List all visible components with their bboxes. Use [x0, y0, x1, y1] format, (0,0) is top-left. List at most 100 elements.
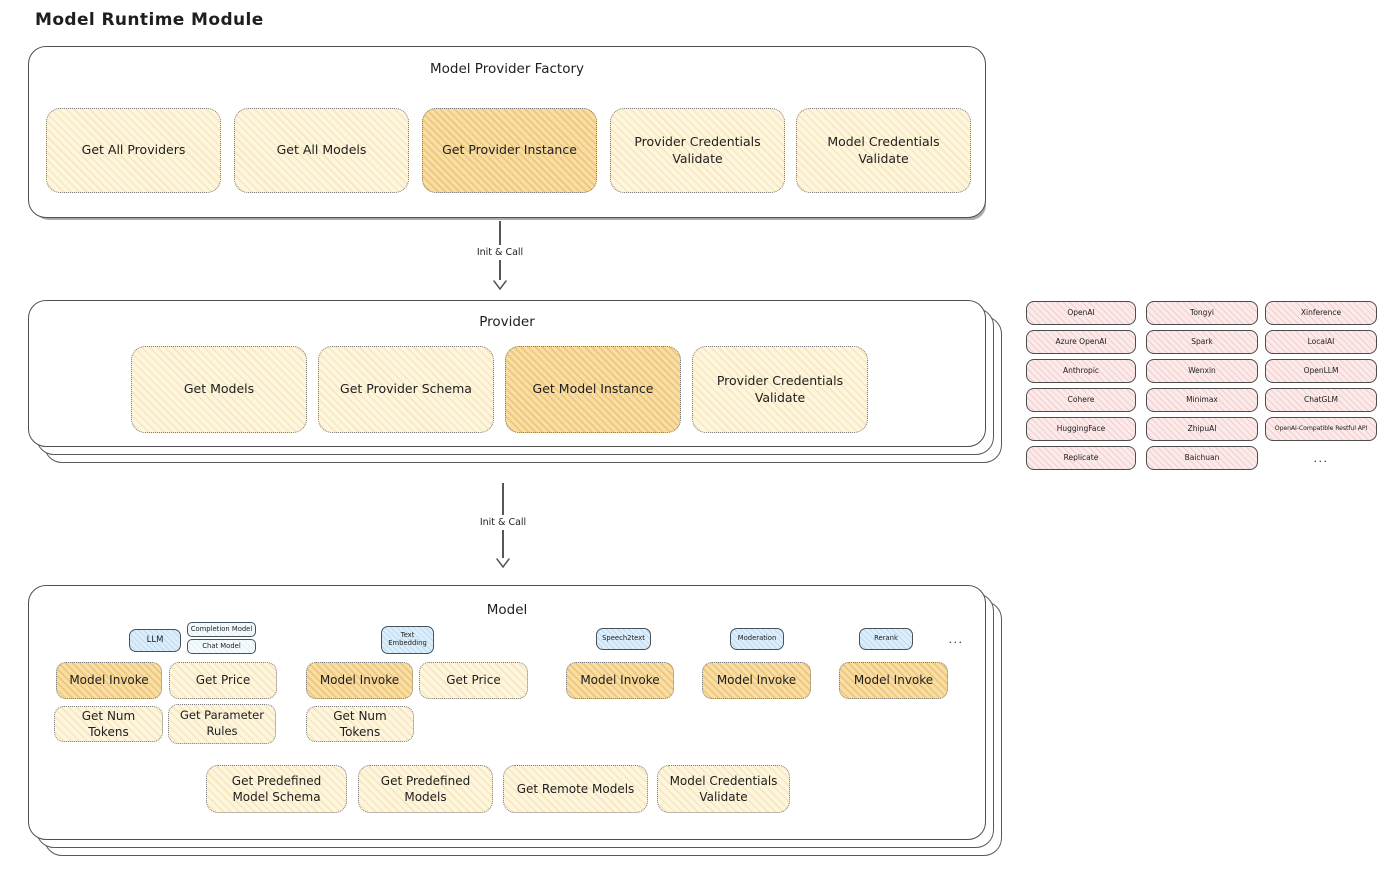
tag-label: Speech2text — [602, 634, 645, 643]
node-label: Get Predefined Model Schema — [231, 773, 322, 804]
page-title: Model Runtime Module — [35, 10, 264, 30]
node-label: Get All Providers — [81, 142, 186, 158]
arrow-line — [499, 260, 501, 280]
node-label: Model Invoke — [69, 673, 149, 688]
tags-more-ellipsis: ... — [948, 632, 964, 646]
arrow-line — [502, 530, 504, 558]
node-label: Get Models — [183, 381, 255, 397]
get-all-models-node: Get All Models — [234, 108, 409, 193]
tag-llm: LLM — [129, 629, 181, 652]
chip-label: Tongyi — [1190, 307, 1214, 317]
chip-label: LocalAI — [1307, 336, 1335, 346]
node-label: Get Parameter Rules — [180, 708, 264, 738]
provider-chip-openllm: OpenLLM — [1265, 359, 1377, 383]
llm-get-num-tokens-node: Get Num Tokens — [54, 706, 163, 742]
provider-chip-openai-compatible-restful-api: OpenAI-Compatible Restful API — [1265, 417, 1377, 441]
arrow-provider-to-model: Init & Call — [463, 483, 543, 568]
arrowhead-down-icon — [496, 558, 510, 568]
node-label: Get Model Instance — [532, 381, 654, 397]
node-label: Provider Credentials Validate — [716, 372, 844, 405]
tag-label: Rerank — [874, 634, 898, 643]
provider-chip-openai: OpenAI — [1026, 301, 1136, 325]
node-label: Get Provider Schema — [340, 381, 472, 397]
providers-more-ellipsis: ... — [1313, 451, 1329, 465]
embedding-model-invoke-node: Model Invoke — [306, 662, 413, 699]
node-label: Get Provider Instance — [442, 142, 577, 158]
node-label: Get Price — [195, 673, 251, 688]
get-provider-instance-node: Get Provider Instance — [422, 108, 597, 193]
chip-label: OpenAI-Compatible Restful API — [1274, 424, 1368, 432]
embedding-get-num-tokens-node: Get Num Tokens — [306, 706, 414, 742]
provider-title: Provider — [479, 314, 535, 330]
model-credentials-validate-factory-node: Model Credentials Validate — [796, 108, 971, 193]
chip-label: ZhipuAI — [1187, 423, 1217, 433]
provider-chip-wenxin: Wenxin — [1146, 359, 1258, 383]
get-all-providers-node: Get All Providers — [46, 108, 221, 193]
node-label: Model Credentials Validate — [669, 773, 778, 804]
rerank-model-invoke-node: Model Invoke — [839, 662, 948, 699]
factory-container: Model Provider Factory Get All Providers… — [28, 46, 986, 218]
provider-container: Provider Get Models Get Provider Schema … — [28, 300, 986, 447]
provider-chip-xinference: Xinference — [1265, 301, 1377, 325]
arrowhead-down-icon — [493, 280, 507, 290]
arrow-factory-to-provider: Init & Call — [460, 221, 540, 290]
tag-rerank: Rerank — [859, 628, 913, 650]
chip-label: Xinference — [1300, 307, 1342, 317]
get-provider-schema-node: Get Provider Schema — [318, 346, 494, 433]
chip-label: Minimax — [1186, 394, 1218, 404]
embedding-get-price-node: Get Price — [419, 662, 528, 699]
llm-model-invoke-node: Model Invoke — [56, 662, 162, 699]
model-container: Model LLM Completion Model Chat Model Te… — [28, 585, 986, 840]
get-predefined-model-schema-node: Get Predefined Model Schema — [206, 765, 347, 813]
tag-chat-model: Chat Model — [187, 639, 256, 654]
tag-speech2text: Speech2text — [596, 628, 651, 650]
tag-label: Moderation — [737, 634, 777, 643]
node-label: Get Num Tokens — [81, 708, 136, 739]
provider-credentials-validate-node: Provider Credentials Validate — [692, 346, 868, 433]
tag-label: LLM — [146, 634, 164, 645]
chip-label: Azure OpenAI — [1055, 336, 1107, 346]
provider-chip-azure-openai: Azure OpenAI — [1026, 330, 1136, 354]
node-label: Get Num Tokens — [333, 708, 387, 739]
node-label: Model Invoke — [716, 673, 797, 688]
tag-label: Completion Model — [190, 624, 253, 633]
chip-label: Replicate — [1063, 452, 1099, 462]
moderation-model-invoke-node: Model Invoke — [702, 662, 811, 699]
factory-title: Model Provider Factory — [429, 61, 584, 77]
provider-credentials-validate-factory-node: Provider Credentials Validate — [610, 108, 785, 193]
node-label: Model Credentials Validate — [827, 133, 940, 166]
provider-chip-anthropic: Anthropic — [1026, 359, 1136, 383]
node-label: Model Invoke — [853, 673, 934, 688]
chip-label: HuggingFace — [1056, 423, 1106, 433]
provider-chip-baichuan: Baichuan — [1146, 446, 1258, 470]
get-remote-models-node: Get Remote Models — [503, 765, 648, 813]
node-label: Get Price — [446, 673, 501, 688]
chip-label: Spark — [1191, 336, 1213, 346]
provider-chip-minimax: Minimax — [1146, 388, 1258, 412]
chip-label: ChatGLM — [1304, 394, 1338, 404]
arrow-line — [499, 221, 501, 245]
chip-label: OpenAI — [1067, 307, 1095, 317]
provider-chip-chatglm: ChatGLM — [1265, 388, 1377, 412]
node-label: Provider Credentials Validate — [634, 133, 761, 166]
provider-chip-cohere: Cohere — [1026, 388, 1136, 412]
provider-chip-spark: Spark — [1146, 330, 1258, 354]
provider-chip-zhipuai: ZhipuAI — [1146, 417, 1258, 441]
get-models-node: Get Models — [131, 346, 307, 433]
tag-text-embedding: Text Embedding — [381, 626, 434, 654]
provider-chip-localai: LocalAI — [1265, 330, 1377, 354]
get-predefined-models-node: Get Predefined Models — [358, 765, 493, 813]
model-credentials-validate-node: Model Credentials Validate — [657, 765, 790, 813]
node-label: Get All Models — [276, 142, 367, 158]
node-label: Model Invoke — [580, 673, 660, 688]
arrow-line — [502, 483, 504, 515]
node-label: Model Invoke — [319, 673, 400, 688]
tag-label: Text Embedding — [388, 631, 427, 647]
provider-chip-huggingface: HuggingFace — [1026, 417, 1136, 441]
speech2text-model-invoke-node: Model Invoke — [566, 662, 674, 699]
node-label: Get Remote Models — [516, 781, 635, 796]
tag-label: Chat Model — [202, 641, 241, 650]
tag-moderation: Moderation — [730, 628, 784, 650]
chip-label: Baichuan — [1184, 452, 1220, 462]
